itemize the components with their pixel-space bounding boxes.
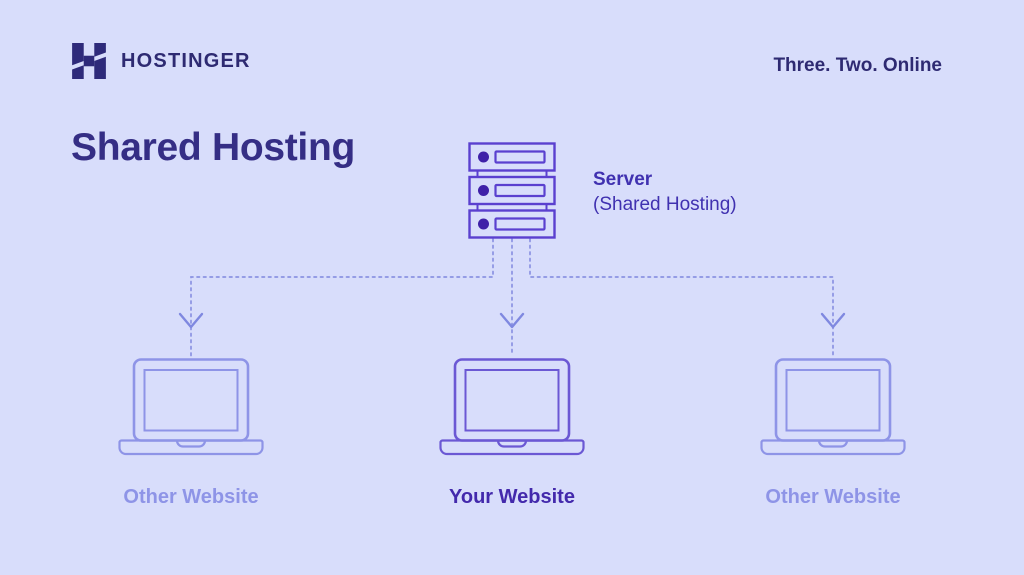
arrow-down-icon	[820, 312, 846, 329]
brand-name: HOSTINGER	[121, 49, 251, 72]
client-node-other-website-right: Other Website	[760, 356, 906, 509]
server-label-block: Server (Shared Hosting)	[593, 167, 737, 217]
server-icon	[468, 142, 556, 239]
client-node-other-website-left: Other Website	[118, 356, 264, 509]
client-label: Your Website	[449, 486, 575, 508]
client-node-your-website: Your Website	[439, 356, 585, 509]
server-label: Server	[593, 169, 653, 190]
laptop-icon	[760, 358, 906, 456]
hostinger-h-logo-icon	[72, 43, 106, 79]
client-label: Other Website	[765, 486, 901, 508]
client-label: Other Website	[123, 486, 259, 508]
arrow-down-icon	[499, 312, 525, 329]
brand-tagline: Three. Two. Online	[773, 55, 942, 76]
server-sublabel: (Shared Hosting)	[593, 194, 737, 215]
laptop-icon	[439, 358, 585, 456]
page-title: Shared Hosting	[71, 126, 355, 169]
brand-logo: HOSTINGER	[70, 42, 251, 80]
server-node	[468, 142, 556, 240]
laptop-icon	[118, 358, 264, 456]
arrow-down-icon	[178, 312, 204, 329]
